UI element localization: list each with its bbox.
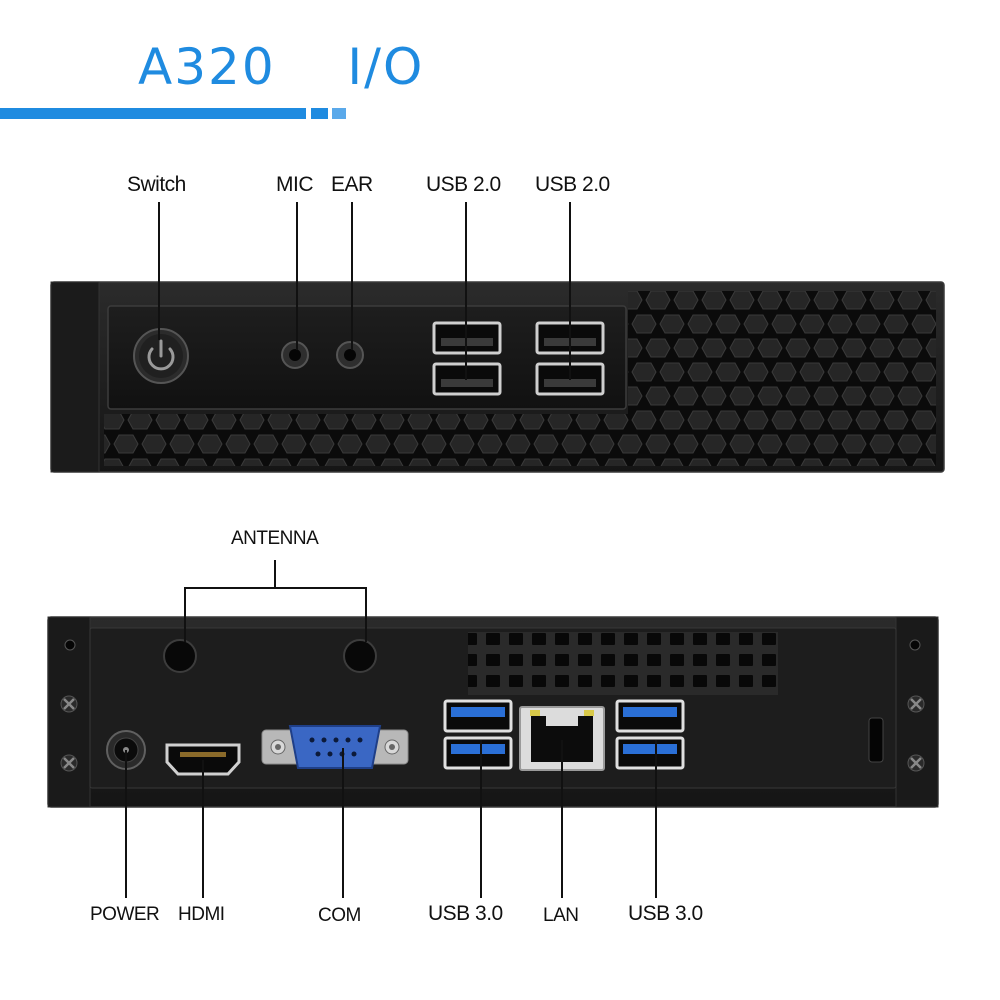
label-usb2-left: USB 2.0	[426, 173, 501, 196]
label-usb3-right: USB 3.0	[628, 902, 703, 925]
usb-port-icon[interactable]	[615, 736, 685, 770]
usb-port-icon[interactable]	[443, 736, 513, 770]
front-leader-lines	[158, 202, 571, 380]
label-com: COM	[318, 905, 361, 926]
power-icon[interactable]	[133, 328, 189, 384]
serial-port-icon[interactable]	[261, 725, 409, 769]
usb-port-icon[interactable]	[615, 699, 685, 733]
label-usb2-right: USB 2.0	[535, 173, 610, 196]
audio-jack-icon[interactable]	[336, 341, 364, 369]
title-underline-block	[311, 108, 328, 119]
page-title: A320 I/O	[138, 38, 425, 96]
label-lan: LAN	[543, 905, 579, 926]
label-power: POWER	[90, 904, 160, 925]
label-usb3-left: USB 3.0	[428, 902, 503, 925]
hdmi-port-icon[interactable]	[165, 743, 241, 776]
usb-port-icon[interactable]	[443, 699, 513, 733]
antenna-hole-icon	[343, 639, 377, 673]
label-hdmi: HDMI	[178, 904, 225, 925]
antenna-hole-icon	[163, 639, 197, 673]
label-antenna: ANTENNA	[231, 528, 319, 549]
title-underline-bar	[0, 108, 306, 119]
label-switch: Switch	[127, 173, 186, 196]
screw-icon	[60, 639, 925, 772]
audio-jack-icon[interactable]	[281, 341, 309, 369]
label-mic: MIC	[276, 173, 314, 196]
lock-slot-icon	[868, 717, 884, 763]
rear-leader-lines	[125, 560, 657, 898]
title-underline-block-light	[332, 108, 346, 119]
label-ear: EAR	[331, 173, 373, 196]
